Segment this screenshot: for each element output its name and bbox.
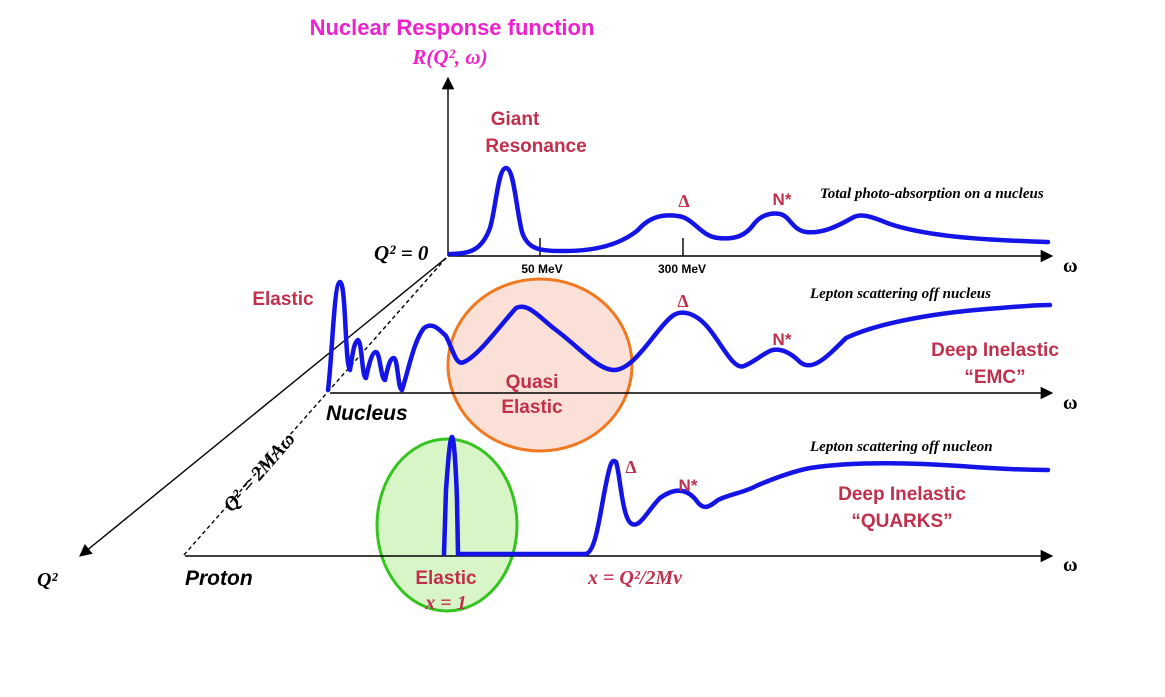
dis-label-emc: “EMC” (964, 367, 1025, 388)
q2-zero-label: Q² = 0 (374, 241, 429, 265)
curve-proton (441, 434, 1051, 557)
axes (79, 76, 1054, 563)
caption-lepton-nucleus: Lepton scattering off nucleus (809, 286, 991, 302)
diagonal-formula: Q² = 2MAω (219, 428, 300, 516)
dashed-diagonal (182, 257, 447, 557)
omega-label-middle: ω (1063, 392, 1078, 414)
delta-label-top: Δ (678, 191, 689, 211)
response-function-formula: R(Q², ω) (411, 45, 487, 69)
giant-label-line2: Resonance (485, 136, 586, 157)
caption-photo-absorption: Total photo-absorption on a nucleus (820, 186, 1044, 202)
diagram-title: Nuclear Response function (310, 15, 595, 40)
q2-axis-label: Q² (37, 569, 58, 591)
nstar-label-bottom: N* (679, 476, 698, 495)
quasi-elastic-ellipse (446, 277, 634, 453)
dis-label-quarks: “QUARKS” (851, 511, 952, 532)
tick-50-mev-label: 50 MeV (521, 262, 562, 276)
tick-300-mev-label: 300 MeV (658, 262, 706, 276)
curve-nucleus (325, 279, 1053, 393)
dis-label-nucleon-line1: Deep Inelastic (838, 484, 966, 505)
elastic-label-nucleus: Elastic (252, 289, 314, 310)
proton-label: Proton (185, 567, 253, 590)
omega-label-bottom: ω (1063, 554, 1078, 576)
q2-axis (79, 257, 447, 557)
curve-photo-absorption (447, 165, 1051, 257)
bjorken-x-formula: x = Q²/2Mν (587, 567, 683, 589)
delta-label-middle: Δ (677, 291, 688, 311)
caption-lepton-nucleon: Lepton scattering off nucleon (809, 439, 993, 455)
nucleus-label: Nucleus (326, 402, 408, 425)
nstar-label-top: N* (773, 190, 792, 209)
omega-label-top: ω (1063, 255, 1078, 277)
quasi-label-line1: Quasi (506, 372, 559, 393)
dis-label-nucleus-line1: Deep Inelastic (931, 340, 1059, 361)
elastic-label-proton: Elastic (415, 568, 477, 589)
quasi-label-line2: Elastic (501, 397, 563, 418)
nstar-label-middle: N* (773, 330, 792, 349)
delta-label-bottom: Δ (625, 457, 636, 477)
x-equals-one-label: x = 1 (424, 592, 466, 614)
giant-label-line1: Giant (491, 109, 540, 130)
